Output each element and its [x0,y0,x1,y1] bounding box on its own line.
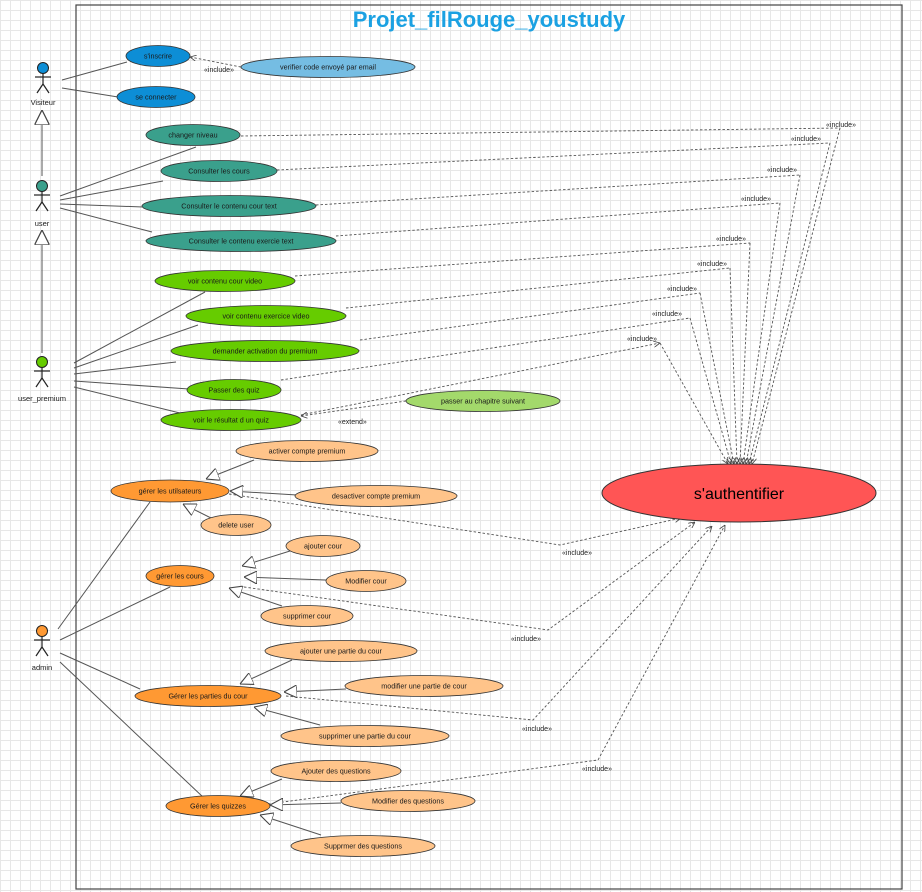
usecase-activer-premium[interactable]: activer compte premium [235,440,379,462]
extend-label: «extend» [338,419,367,426]
usecase-consulter-cour-text[interactable]: Consulter le contenu cour text [141,195,317,217]
svg-text:voir le résultat d un quiz: voir le résultat d un quiz [193,416,269,425]
diagram-title: Projet_filRouge_youstudy [353,7,626,32]
svg-text:Consulter le contenu exercie t: Consulter le contenu exercie text [189,237,294,246]
actor-admin-label: admin [32,663,52,672]
usecase-changer-niveau[interactable]: changer niveau [145,124,241,146]
svg-text:Passer des quiz: Passer des quiz [208,386,260,395]
include-label: «include» [652,311,682,318]
svg-text:Consulter le contenu cour text: Consulter le contenu cour text [181,202,277,211]
usecase-gerer-utilisateurs[interactable]: gérer les utilsateurs [110,479,230,503]
usecase-voir-resultat[interactable]: voir le résultat d un quiz [160,409,302,431]
svg-text:passer au chapitre suivant: passer au chapitre suivant [441,397,525,406]
include-label: «include» [562,550,592,557]
actor-user[interactable]: user [34,180,50,229]
svg-text:s'authentifier: s'authentifier [694,486,785,503]
usecase-modifier-partie[interactable]: modifier une partie de cour [344,675,504,697]
usecase-modifier-questions[interactable]: Modifier des questions [340,790,476,812]
usecase-gerer-cours[interactable]: gérer les cours [145,565,215,587]
usecase-supprimer-questions[interactable]: Supprmer des questions [290,835,436,857]
svg-text:se connecter: se connecter [135,93,177,102]
usecase-voir-cour-video[interactable]: voir contenu cour video [154,270,296,292]
usecase-ajouter-cour[interactable]: ajouter cour [285,535,361,557]
svg-text:verifier code envoyé par email: verifier code envoyé par email [280,63,376,72]
actor-user-label: user [35,219,50,228]
svg-text:ajouter une partie du cour: ajouter une partie du cour [300,647,383,656]
svg-text:supprimer cour: supprimer cour [283,612,332,621]
actor-user-premium-label: user_premium [18,394,66,403]
usecase-authentifier[interactable]: s'authentifier [601,463,877,523]
usecase-ajouter-partie[interactable]: ajouter une partie du cour [264,640,418,662]
usecase-voir-exercice-video[interactable]: voir contenu exercice video [185,305,347,327]
actor-user-premium[interactable]: user_premium [18,356,66,404]
usecase-passer-chapitre[interactable]: passer au chapitre suivant [405,390,561,412]
include-label: «include» [667,286,697,293]
svg-text:supprimer une partie du cour: supprimer une partie du cour [319,732,411,741]
include-label: «include» [741,196,771,203]
usecase-gerer-parties[interactable]: Gérer les parties du cour [134,685,282,707]
include-label: «include» [582,766,612,773]
svg-text:desactiver compte premium: desactiver compte premium [332,492,420,501]
include-lines [190,57,841,805]
system-boundary [75,4,903,890]
svg-text:demander activation du premium: demander activation du premium [213,347,318,356]
include-label: «include» [791,136,821,143]
include-label: «include» [697,261,727,268]
actor-visiteur-label: Visiteur [31,98,56,107]
usecase-demander-activation[interactable]: demander activation du premium [170,340,360,362]
usecase-supprimer-cour[interactable]: supprimer cour [260,605,354,627]
svg-text:gérer les cours: gérer les cours [156,572,204,581]
actor-visiteur[interactable]: Visiteur [31,62,56,108]
include-label: «include» [627,336,657,343]
usecase-desactiver-premium[interactable]: desactiver compte premium [294,485,458,507]
include-label: «include» [204,67,234,74]
usecase-gerer-quizzes[interactable]: Gérer les quizzes [165,795,271,817]
svg-text:changer niveau: changer niveau [168,131,217,140]
include-label: «include» [511,636,541,643]
include-label: «include» [826,122,856,129]
associations [57,61,206,799]
usecase-sinscrire[interactable]: s'inscrire [125,45,191,67]
svg-text:Supprmer des questions: Supprmer des questions [324,842,402,851]
svg-text:Consulter les cours: Consulter les cours [188,167,250,176]
include-label: «include» [716,236,746,243]
usecase-se-connecter[interactable]: se connecter [116,86,196,108]
generalizations [183,459,347,836]
svg-text:Gérer les parties du cour: Gérer les parties du cour [168,692,248,701]
usecase-consulter-cours[interactable]: Consulter les cours [160,160,278,182]
stereotype-labels: «include» «include» «include» «include» … [204,67,856,773]
usecase-verifier-code[interactable]: verifier code envoyé par email [240,56,416,78]
usecase-ajouter-questions[interactable]: Ajouter des questions [270,760,402,782]
svg-text:delete user: delete user [218,521,254,530]
usecase-modifier-cour[interactable]: Modifier cour [325,570,407,592]
svg-text:ajouter cour: ajouter cour [304,542,343,551]
include-label: «include» [522,726,552,733]
svg-text:Ajouter des questions: Ajouter des questions [301,767,371,776]
usecase-delete-user[interactable]: delete user [200,514,272,536]
svg-text:activer compte premium: activer compte premium [269,447,346,456]
svg-text:Modifier cour: Modifier cour [345,577,387,586]
usecase-consulter-exercice[interactable]: Consulter le contenu exercie text [145,230,337,252]
usecase-supprimer-partie[interactable]: supprimer une partie du cour [280,725,450,747]
actor-admin[interactable]: admin [32,625,52,673]
svg-text:voir contenu exercice video: voir contenu exercice video [222,312,309,321]
svg-text:s'inscrire: s'inscrire [144,52,172,61]
include-label: «include» [767,167,797,174]
svg-text:voir contenu cour video: voir contenu cour video [188,277,262,286]
svg-text:Modifier des questions: Modifier des questions [372,797,444,806]
usecase-passer-quiz[interactable]: Passer des quiz [186,379,282,401]
svg-text:modifier une partie de cour: modifier une partie de cour [381,682,467,691]
svg-text:gérer les utilsateurs: gérer les utilsateurs [139,487,202,496]
svg-text:Gérer les quizzes: Gérer les quizzes [190,802,246,811]
